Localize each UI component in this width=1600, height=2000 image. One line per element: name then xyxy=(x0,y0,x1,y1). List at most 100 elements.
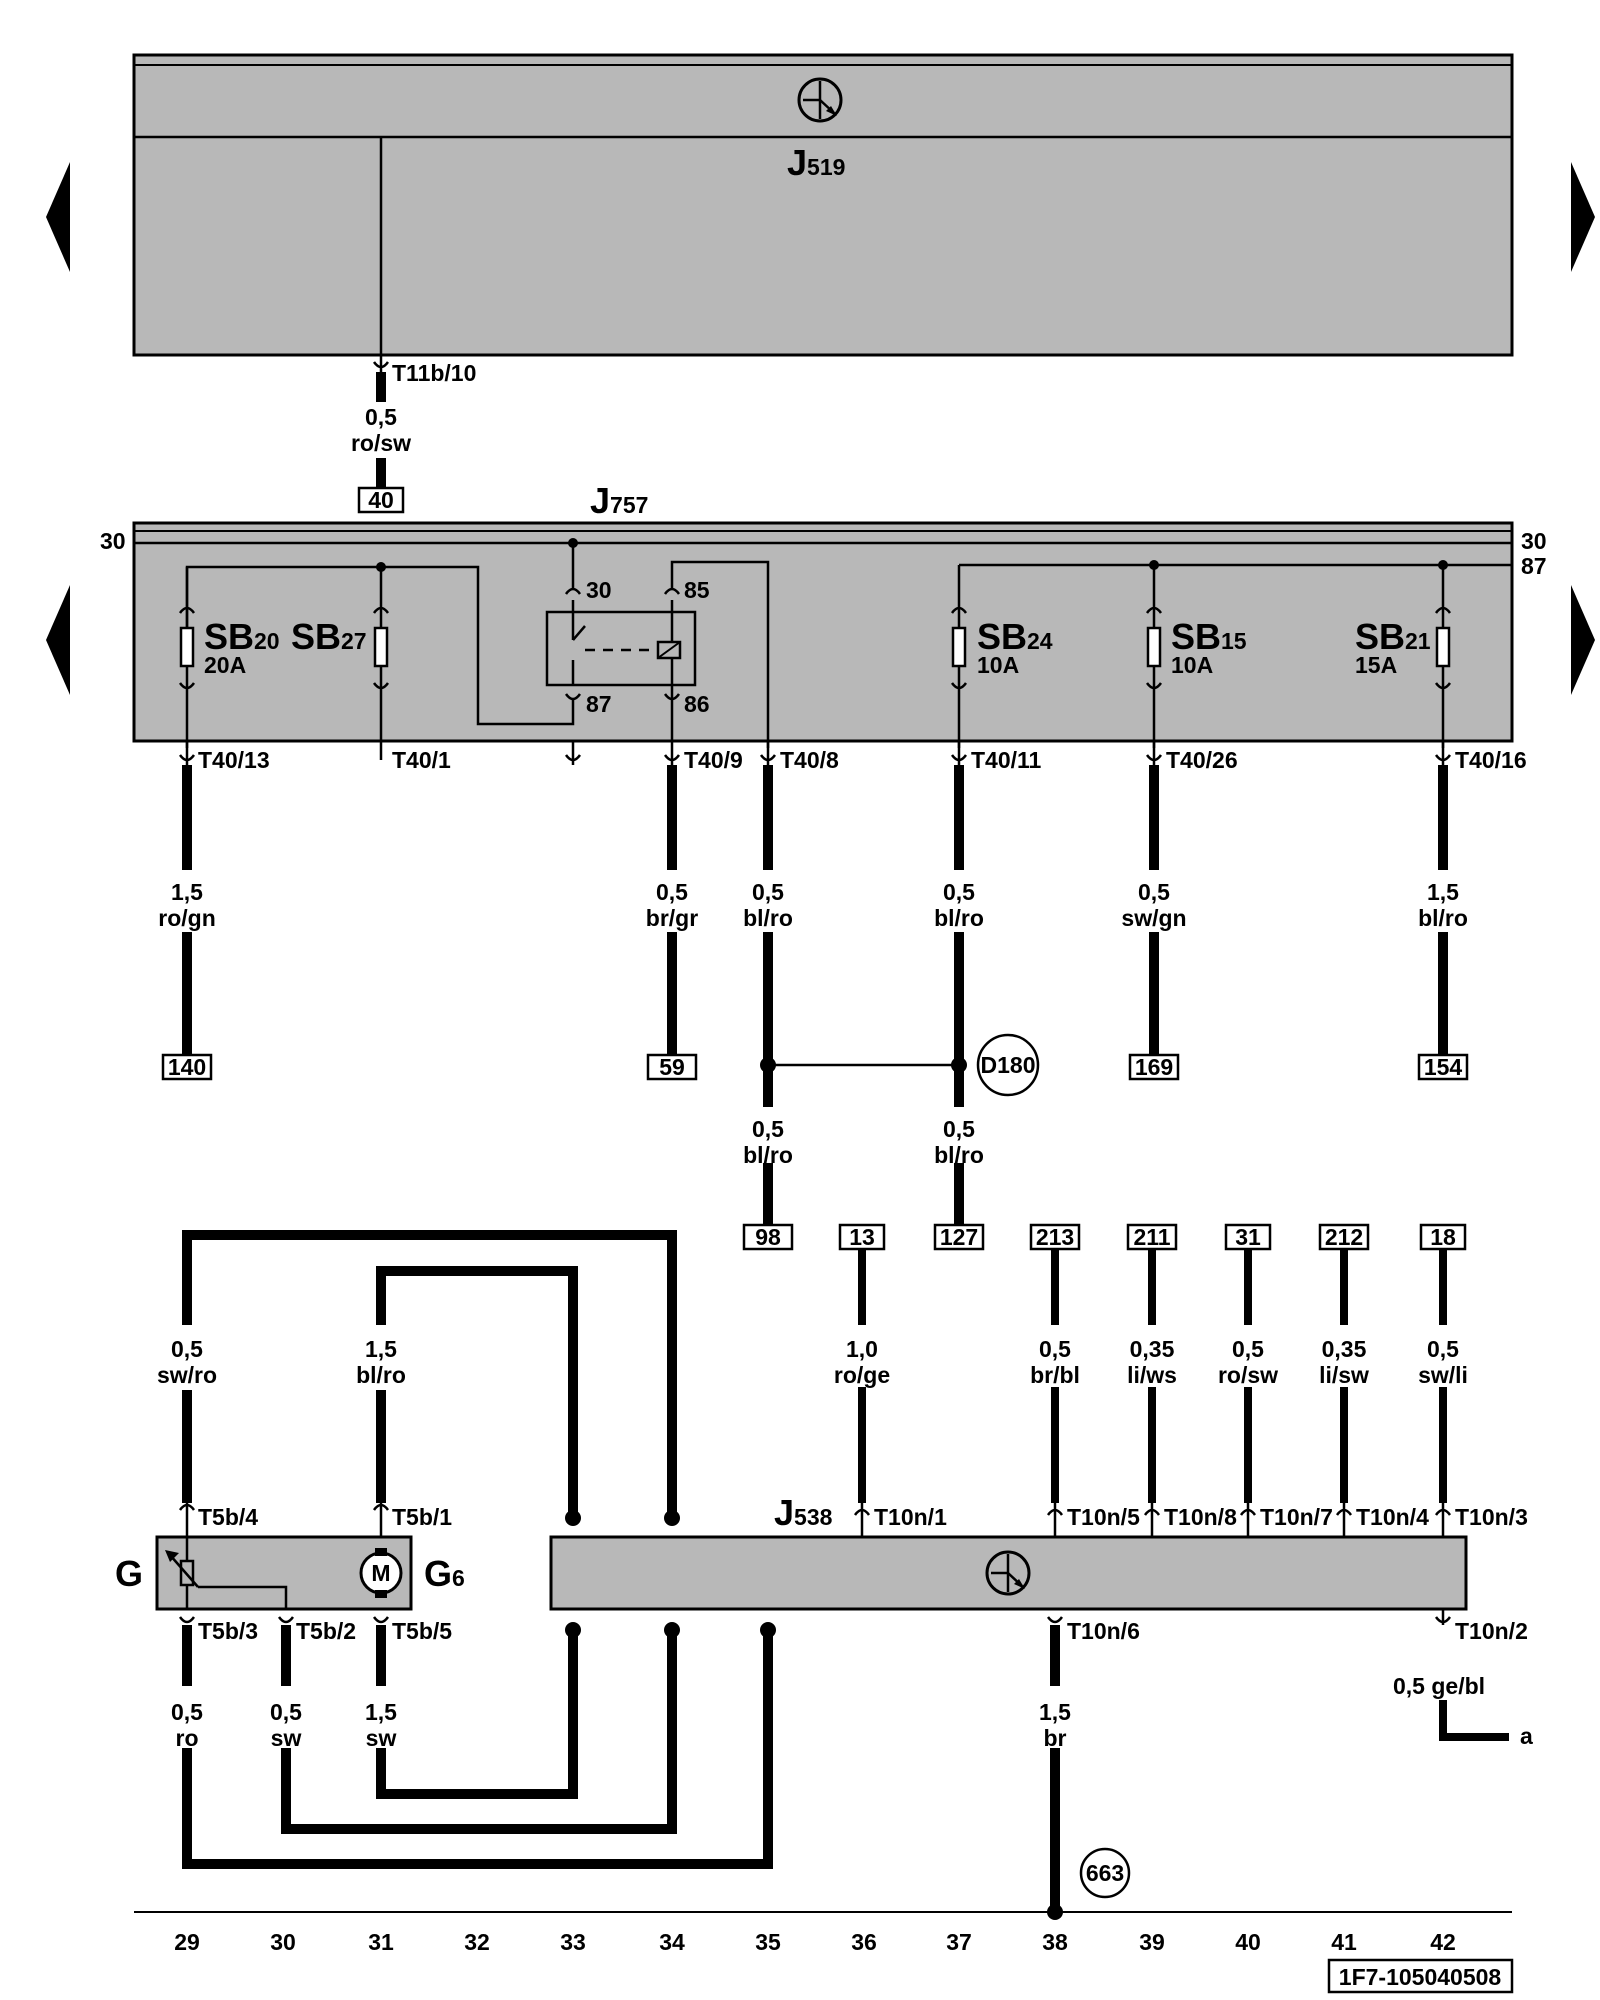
relay-pin-86: 86 xyxy=(684,691,710,717)
wire-color: br/gr xyxy=(646,905,698,931)
ref-label: 31 xyxy=(1235,1224,1261,1250)
ground-label: D180 xyxy=(981,1052,1036,1078)
ref-box-169[interactable] xyxy=(1128,1053,1180,1081)
next-section-arrow-icon[interactable] xyxy=(1571,585,1595,695)
wire-size: 0,5 xyxy=(1039,1336,1071,1362)
ref-box-40[interactable] xyxy=(357,486,405,514)
column-number: 31 xyxy=(368,1929,394,1955)
wire-size: 0,5 xyxy=(365,404,397,430)
column-number: 30 xyxy=(270,1929,296,1955)
ref-box-98[interactable] xyxy=(742,1223,794,1251)
ref-box-211[interactable] xyxy=(1126,1223,1178,1251)
wire-size: 0,5 xyxy=(656,879,688,905)
ref-label: 213 xyxy=(1036,1224,1074,1250)
fuse-label: SB21 xyxy=(1355,616,1431,657)
wire-color: bl/ro xyxy=(934,905,984,931)
column-number: 36 xyxy=(851,1929,877,1955)
ground-label: 663 xyxy=(1086,1860,1124,1886)
wire-color: bl/ro xyxy=(356,1362,406,1388)
ref-box-127[interactable] xyxy=(933,1223,985,1251)
motor-label: M xyxy=(371,1560,390,1586)
wire-color: bl/ro xyxy=(934,1142,984,1168)
column-number: 41 xyxy=(1331,1929,1357,1955)
fuse-label: SB15 xyxy=(1171,616,1247,657)
wire-color: ro/sw xyxy=(1218,1362,1278,1388)
wire-color: ro/sw xyxy=(351,430,411,456)
relay-pin-30: 30 xyxy=(586,577,612,603)
connector-label: T5b/5 xyxy=(392,1618,452,1644)
control-unit-j538 xyxy=(549,1535,1468,1611)
wire-size: 0,5 xyxy=(1138,879,1170,905)
connector-label: T40/8 xyxy=(780,747,839,773)
relay-pin-87: 87 xyxy=(586,691,612,717)
ref-label: 59 xyxy=(659,1054,685,1080)
connector-label: T40/1 xyxy=(392,747,451,773)
connector-label: T40/13 xyxy=(198,747,270,773)
j538-label: J538 xyxy=(774,1492,833,1533)
sensor-g-g6: M xyxy=(155,1535,413,1611)
connector-pin xyxy=(372,355,390,372)
wire-color: sw/li xyxy=(1418,1362,1468,1388)
wire-size: 0,5 xyxy=(943,879,975,905)
connector-label: T10n/5 xyxy=(1067,1504,1140,1530)
drawing-id-box xyxy=(1327,1958,1514,1994)
wire-color: sw/ro xyxy=(157,1362,217,1388)
fuse-rating: 15A xyxy=(1355,652,1397,678)
connector-label: T5b/2 xyxy=(296,1618,356,1644)
ref-label: 169 xyxy=(1135,1054,1173,1080)
relay-pin-85: 85 xyxy=(684,577,710,603)
control-unit-j519: J519 xyxy=(132,53,1514,357)
wire-color: li/ws xyxy=(1127,1362,1177,1388)
ref-box-154[interactable] xyxy=(1417,1053,1469,1081)
drawing-id: 1F7-105040508 xyxy=(1339,1964,1502,1990)
ref-label: 18 xyxy=(1430,1224,1456,1250)
connector-label: T10n/7 xyxy=(1260,1504,1333,1530)
wire-color: br xyxy=(1044,1725,1067,1751)
ref-box-59[interactable] xyxy=(646,1053,698,1081)
wire-color: sw xyxy=(366,1725,397,1751)
wire-color: bl/ro xyxy=(743,905,793,931)
column-number: 38 xyxy=(1042,1929,1068,1955)
column-number: 32 xyxy=(464,1929,490,1955)
wire-color: sw/gn xyxy=(1121,905,1186,931)
ref-box-13[interactable] xyxy=(838,1223,886,1251)
prev-section-arrow-icon[interactable] xyxy=(46,585,70,695)
fuse-rating: 10A xyxy=(977,652,1019,678)
wire-size: 0,35 xyxy=(1130,1336,1175,1362)
connector-label: T10n/4 xyxy=(1356,1504,1429,1530)
column-number: 40 xyxy=(1235,1929,1261,1955)
ref-label: 98 xyxy=(755,1224,781,1250)
column-number: 33 xyxy=(560,1929,586,1955)
wire-size: 0,5 xyxy=(171,1336,203,1362)
ref-label: 127 xyxy=(940,1224,978,1250)
wire-size: 0,35 xyxy=(1322,1336,1367,1362)
g-label: G xyxy=(115,1553,143,1594)
connector-pins-t10n xyxy=(853,1503,1452,1537)
next-page-arrow-icon[interactable] xyxy=(1571,162,1595,272)
column-number: 35 xyxy=(755,1929,781,1955)
rail-30-left: 30 xyxy=(100,528,126,554)
fuse-relay-carrier-j757 xyxy=(132,521,1514,743)
ref-box-18[interactable] xyxy=(1419,1223,1467,1251)
rail-87-right: 87 xyxy=(1521,553,1547,579)
connector-label: T5b/3 xyxy=(198,1618,258,1644)
ref-label: 140 xyxy=(168,1054,206,1080)
wire-size: 0,5 xyxy=(752,879,784,905)
wire-size: 0,5 xyxy=(1232,1336,1264,1362)
ref-box-140[interactable] xyxy=(161,1053,213,1081)
ref-box-213[interactable] xyxy=(1029,1223,1081,1251)
fuse-sb24 xyxy=(950,565,968,748)
electronics-symbol-icon xyxy=(797,77,843,123)
column-number: 34 xyxy=(659,1929,685,1955)
prev-page-arrow-icon[interactable] xyxy=(46,162,70,272)
wire-color: ro xyxy=(176,1725,199,1751)
fuse-label: SB27 xyxy=(291,616,367,657)
ground-point-663 xyxy=(1079,1847,1131,1899)
connector-label: T40/16 xyxy=(1455,747,1527,773)
ref-label: 211 xyxy=(1133,1224,1170,1250)
fuse-label: SB20 xyxy=(204,616,280,657)
column-number: 42 xyxy=(1430,1929,1456,1955)
wire-color: bl/ro xyxy=(1418,905,1468,931)
fuse-sb21 xyxy=(1434,565,1452,748)
